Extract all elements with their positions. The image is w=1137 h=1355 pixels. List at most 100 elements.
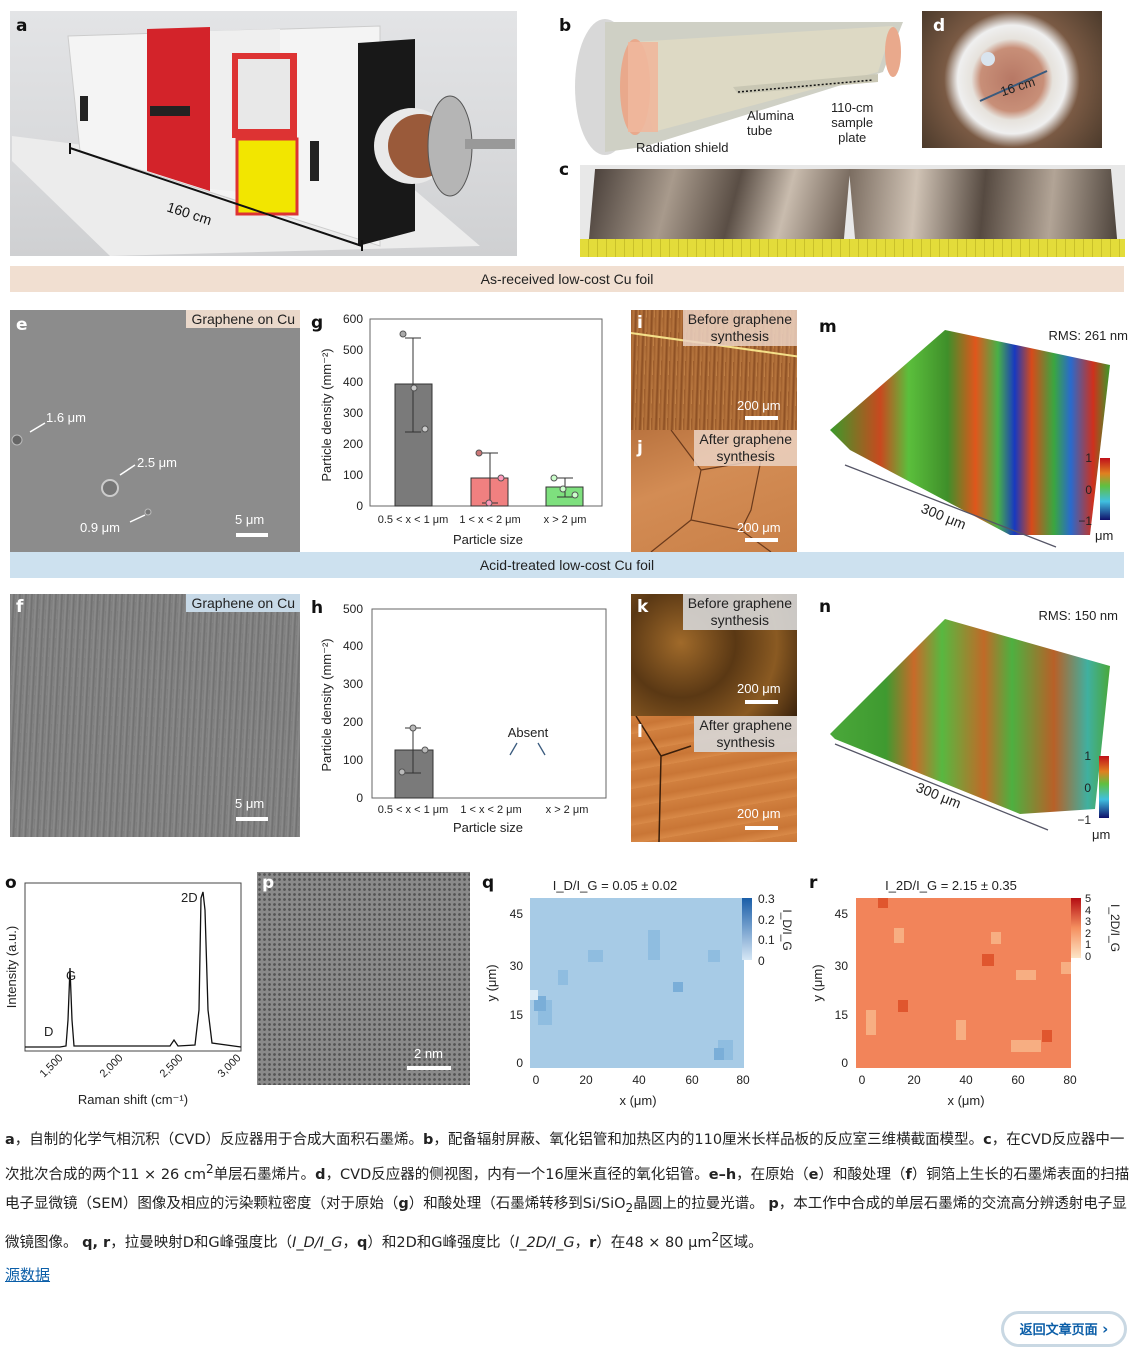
svg-text:15: 15 [510,1008,524,1022]
graphene-on-cu-tag: Graphene on Cu [186,594,300,612]
y-axis-label: y (μm) [810,964,825,1001]
svg-text:0: 0 [356,499,363,513]
svg-text:40: 40 [959,1073,973,1087]
panel-label-j: j [637,438,643,458]
panel-label-p: p [262,873,275,893]
svg-text:200: 200 [343,437,363,451]
svg-text:0: 0 [841,1056,848,1070]
svg-text:0: 0 [356,791,363,805]
svg-text:400: 400 [343,375,363,389]
category-label: 0.5 < x < 1 μm [378,514,449,526]
svg-text:40: 40 [632,1073,646,1087]
svg-text:20: 20 [579,1073,593,1087]
y-axis-label: Particle density (mm⁻²) [319,348,334,481]
back-to-article-button[interactable]: 返回文章页面 › [1001,1311,1127,1347]
panel-m-3d-profile: 300 μm 1 0 −1 μm RMS: 261 nm [820,310,1130,552]
panel-label-l: l [637,722,643,742]
panel-e-sem: Graphene on Cu 1.6 μm 2.5 μm 0.9 μm 5 μm [10,310,300,552]
scale-bar [236,817,268,821]
svg-text:15: 15 [835,1008,849,1022]
alumina-tube-label: Alumina tube [747,108,794,138]
svg-text:100: 100 [343,468,363,482]
panel-label-b: b [559,16,572,36]
category-label: 1 < x < 2 μm [459,514,520,526]
svg-text:0.2: 0.2 [758,913,775,927]
svg-text:2,000: 2,000 [98,1052,126,1080]
colorbar-label: I_2D/I_G [1108,904,1122,952]
svg-text:μm: μm [1095,528,1113,543]
panel-p-tem: 2 nm [257,872,470,1085]
svg-text:0: 0 [758,954,765,968]
sample-plate-label: 110-cm sample plate [831,100,874,145]
banner-acid-treated: Acid-treated low-cost Cu foil [10,552,1124,578]
heatmap-title: I_2D/I_G = 2.15 ± 0.35 [885,878,1017,893]
svg-text:300: 300 [343,677,363,691]
svg-text:2,500: 2,500 [158,1052,186,1080]
svg-text:80: 80 [1063,1073,1077,1087]
particle-label-3: 0.9 μm [80,520,121,535]
svg-text:0: 0 [533,1073,540,1087]
x-axis-label: x (μm) [947,1093,984,1108]
svg-text:0.3: 0.3 [758,892,775,906]
panel-label-o: o [5,873,17,893]
rms-label: RMS: 261 nm [1048,328,1128,343]
x-axis-label: Particle size [453,532,523,547]
svg-text:100: 100 [343,753,363,767]
panel-label-h: h [311,598,324,618]
panel-label-g: g [311,313,324,333]
svg-text:1: 1 [1085,939,1091,951]
scale-bar-label: 200 μm [737,681,781,696]
scale-bar [745,700,778,704]
scale-bar [745,538,778,542]
panel-g-chart: 0 100 200 300 400 500 600 Particle density (m… [305,310,615,552]
heatmap-title: I_D/I_G = 0.05 ± 0.02 [553,878,678,893]
panel-a-photo: 160 cm [10,11,517,256]
panel-label-f: f [16,597,24,617]
panel-f-sem: Graphene on Cu 5 μm [10,594,300,837]
svg-text:30: 30 [835,959,849,973]
svg-text:4: 4 [1085,905,1091,917]
absent-annotation: Absent [508,725,549,740]
y-axis-label: Particle density (mm⁻²) [319,638,334,771]
panel-label-a: a [16,16,28,36]
panel-label-i: i [637,313,643,333]
cvd-reactor-illustration: 160 cm [12,25,515,256]
svg-text:−1: −1 [1078,514,1092,528]
svg-text:500: 500 [343,343,363,357]
panel-label-d: d [933,16,946,36]
category-label: x > 2 μm [546,804,589,816]
svg-text:500: 500 [343,602,363,616]
svg-text:45: 45 [510,907,524,921]
x-axis-label: x (μm) [619,1093,656,1108]
svg-text:600: 600 [343,312,363,326]
x-axis-label: Particle size [453,820,523,835]
svg-text:3: 3 [1085,916,1091,928]
scale-bar [407,1066,451,1070]
source-data-link[interactable]: 源数据 [5,1266,51,1284]
category-label: 1 < x < 2 μm [460,804,521,816]
graphene-on-cu-tag: Graphene on Cu [186,310,300,328]
peak-d-label: D [44,1024,53,1039]
svg-text:300: 300 [343,406,363,420]
svg-text:−1: −1 [1077,813,1091,827]
svg-text:60: 60 [685,1073,699,1087]
category-label: 0.5 < x < 1 μm [378,804,449,816]
x-axis-label: Raman shift (cm⁻¹) [78,1092,188,1107]
panel-label-n: n [819,597,832,617]
panel-o-raman: D G 2D 1,500 2,000 2,500 3,000 Intensity… [0,870,255,1115]
panel-label-r: r [809,873,818,893]
panel-d-photo: 16 cm [922,11,1102,148]
radiation-shield-label: Radiation shield [636,140,729,155]
svg-text:0: 0 [1085,483,1092,497]
svg-text:5: 5 [1085,893,1091,905]
scale-bar [745,416,778,420]
rms-label: RMS: 150 nm [1038,608,1118,623]
